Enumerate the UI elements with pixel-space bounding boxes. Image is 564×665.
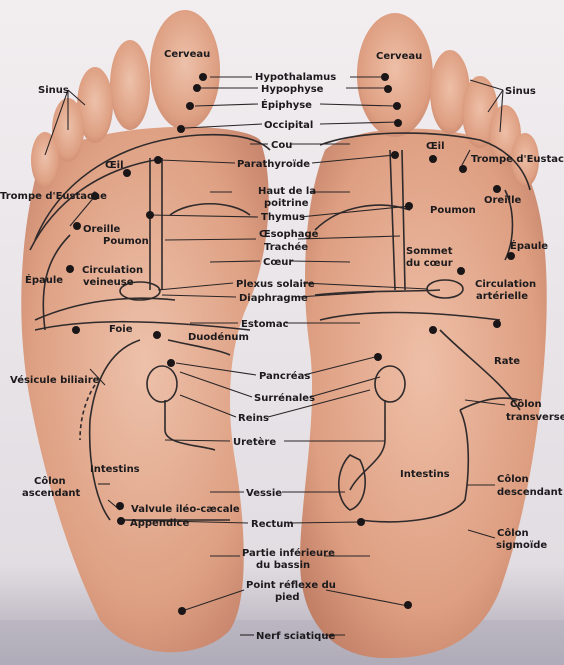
label-parathyroide: Parathyroïde	[237, 159, 310, 170]
label-plexus: Plexus solaire	[236, 279, 315, 290]
label-sommet-1: Sommet	[406, 246, 453, 257]
label-cerveau-left: Cerveau	[164, 49, 210, 60]
label-poumon-left: Poumon	[103, 236, 149, 247]
left-foot	[21, 10, 269, 653]
label-colon-sigmoide-1: Côlon	[497, 527, 529, 539]
label-poumon-right: Poumon	[430, 205, 476, 216]
label-sommet-2: du cœur	[406, 258, 453, 269]
label-coeur: Cœur	[263, 257, 293, 268]
labels: Cerveau Cerveau Hypothalamus Hypophyse É…	[0, 49, 564, 642]
label-pancreas: Pancréas	[259, 370, 310, 382]
label-point-reflexe-1: Point réflexe du	[246, 579, 336, 591]
label-intestins-right: Intestins	[400, 469, 450, 480]
label-circ-veineuse-1: Circulation	[82, 265, 143, 276]
label-oeil-right: Œil	[426, 141, 445, 152]
label-cerveau-right: Cerveau	[376, 51, 422, 62]
label-colon-ascendant-2: ascendant	[22, 488, 81, 499]
label-epaule-left: Épaule	[25, 273, 63, 286]
right-foot-zones	[314, 132, 531, 523]
label-surrenales: Surrénales	[254, 392, 315, 404]
label-valvule: Valvule iléo-cæcale	[131, 503, 240, 515]
label-diaphragme: Diaphragme	[239, 293, 308, 304]
label-colon-sigmoide-2: sigmoïde	[496, 540, 547, 551]
label-point-reflexe-2: pied	[275, 592, 300, 603]
label-hypothalamus: Hypothalamus	[255, 72, 336, 83]
label-oesophage: Œsophage	[259, 229, 319, 240]
label-occipital: Occipital	[264, 120, 313, 131]
label-appendice: Appendice	[130, 518, 189, 529]
label-epiphyse: Épiphyse	[261, 98, 312, 111]
label-circ-arterielle-1: Circulation	[475, 279, 536, 290]
label-estomac: Estomac	[241, 319, 289, 330]
label-hypophyse: Hypophyse	[261, 84, 324, 95]
label-cou: Cou	[271, 140, 292, 151]
label-rectum: Rectum	[251, 519, 294, 530]
label-intestins-left: Intestins	[90, 464, 140, 475]
label-haut-poitrine-1: Haut de la	[258, 186, 316, 197]
label-circ-veineuse-2: veineuse	[83, 277, 134, 288]
label-nerf: Nerf sciatique	[256, 631, 335, 642]
carpet	[0, 620, 564, 665]
label-colon-transverse-2: transverse	[506, 412, 564, 423]
label-oreille-right: Oreille	[484, 195, 521, 206]
leader-lines	[44, 76, 506, 636]
label-trompe-left: Trompe d'Eustache	[0, 191, 107, 202]
label-epaule-right: Épaule	[510, 239, 548, 252]
label-duodenum: Duodénum	[188, 331, 249, 343]
label-bassin-1: Partie inférieure	[242, 547, 335, 559]
label-sinus-left: Sinus	[38, 85, 69, 96]
label-rate: Rate	[494, 356, 520, 367]
label-trompe-right: Trompe d'Eustache	[471, 154, 564, 165]
label-reins: Reins	[238, 413, 269, 424]
label-vessie: Vessie	[246, 488, 282, 499]
label-colon-descendant-1: Côlon	[497, 473, 529, 485]
label-colon-descendant-2: descendant	[497, 487, 563, 498]
label-foie: Foie	[109, 324, 133, 335]
label-bassin-2: du bassin	[256, 560, 310, 571]
label-trachee: Trachée	[264, 241, 308, 253]
label-oreille-left: Oreille	[83, 224, 120, 235]
label-circ-arterielle-2: artérielle	[476, 290, 528, 302]
label-oeil-left: Œil	[105, 160, 124, 171]
label-sinus-right: Sinus	[505, 86, 536, 97]
label-haut-poitrine-2: poitrine	[264, 198, 309, 209]
label-colon-transverse-1: Côlon	[510, 398, 542, 410]
label-thymus: Thymus	[261, 212, 305, 223]
reflex-points	[66, 73, 515, 615]
label-uretere: Uretère	[233, 436, 276, 448]
label-colon-ascendant-1: Côlon	[34, 475, 66, 487]
left-foot-zones	[29, 133, 271, 521]
label-vesicule: Vésicule biliaire	[10, 374, 100, 386]
